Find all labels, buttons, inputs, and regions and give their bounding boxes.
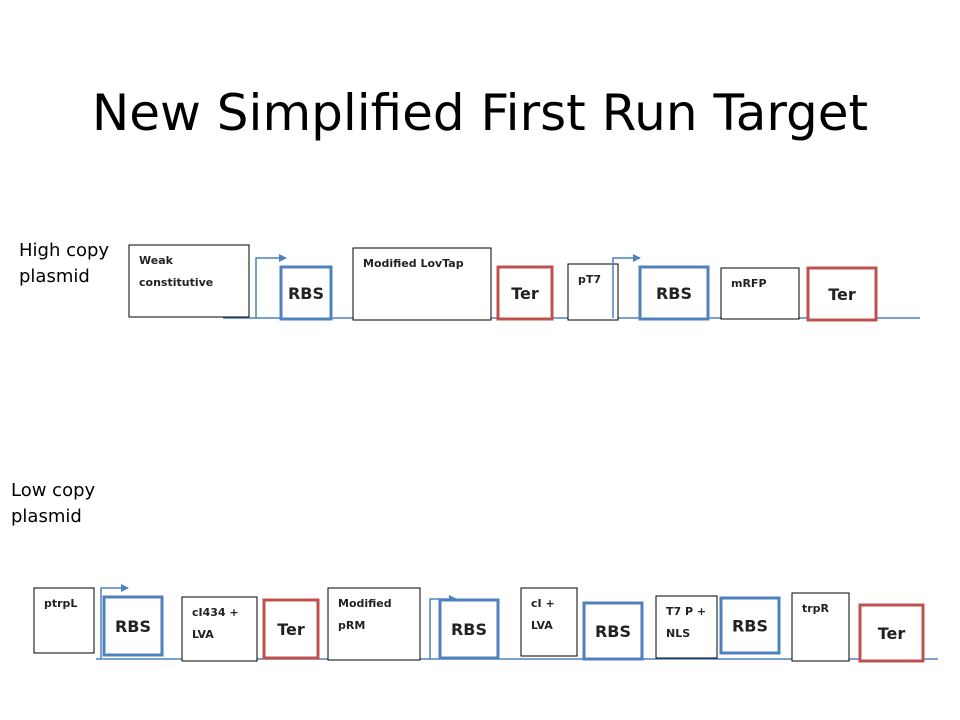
- gene-box: [33, 587, 95, 654]
- rbs-box: [719, 596, 781, 655]
- gene-label: LVA: [192, 628, 214, 641]
- gene-label: NLS: [666, 627, 690, 640]
- ter-label: Ter: [878, 624, 906, 643]
- rbs-box: [279, 265, 333, 321]
- gene-label: cI +: [531, 597, 555, 610]
- low-copy-plasmid-label: Low copy plasmid: [11, 480, 96, 527]
- gene-part: mRFP: [720, 267, 800, 320]
- gene-label: LVA: [531, 619, 553, 632]
- promoter-arrow-icon: [255, 254, 287, 318]
- gene-box: [128, 244, 250, 318]
- gene-box: [567, 263, 619, 321]
- ter-box: [496, 265, 554, 321]
- terminator-part: Ter: [858, 603, 925, 663]
- gene-label: constitutive: [139, 276, 213, 289]
- gene-label: pT7: [578, 273, 601, 286]
- ter-box: [858, 603, 925, 663]
- gene-label: cI434 +: [192, 606, 239, 619]
- rbs-label: RBS: [451, 620, 487, 639]
- gene-box: [352, 247, 492, 321]
- terminator-part: Ter: [496, 265, 554, 321]
- terminator-part: Ter: [262, 598, 320, 660]
- gene-label: Modified: [338, 597, 392, 610]
- rbs-part: RBS: [638, 265, 710, 321]
- ter-box: [806, 266, 878, 322]
- ter-label: Ter: [828, 285, 856, 304]
- high-copy-plasmid-label: High copy plasmid: [19, 240, 110, 287]
- gene-box: [181, 596, 258, 662]
- rbs-label: RBS: [732, 617, 768, 636]
- gene-part: pT7: [567, 263, 619, 321]
- rbs-box: [438, 598, 500, 660]
- gene-label: T7 P +: [666, 605, 706, 618]
- promoter-arrow-icon: [612, 254, 641, 318]
- rbs-label: RBS: [288, 284, 324, 303]
- gene-part: Modified LovTap: [352, 247, 492, 321]
- gene-box: [520, 587, 578, 657]
- ter-label: Ter: [277, 620, 305, 639]
- gene-label: mRFP: [731, 277, 767, 290]
- gene-label: trpR: [802, 602, 830, 615]
- gene-label: ptrpL: [44, 597, 77, 610]
- rbs-part: RBS: [582, 601, 644, 661]
- gene-part: ptrpL: [33, 587, 95, 654]
- gene-box: [720, 267, 800, 320]
- rbs-part: RBS: [719, 596, 781, 655]
- gene-box: [791, 592, 850, 662]
- gene-part: Weak constitutive: [128, 244, 250, 318]
- ter-label: Ter: [511, 284, 539, 303]
- gene-label: Modified LovTap: [363, 257, 464, 270]
- rbs-box: [102, 595, 164, 657]
- terminator-part: Ter: [806, 266, 878, 322]
- gene-box: [327, 587, 421, 661]
- low-copy-construct: ptrpL RBS cI434 + LVA Ter Modified pRM RBS cI + L…: [33, 584, 938, 663]
- gene-label: Weak: [139, 254, 174, 267]
- promoter-arrow-icon: [100, 584, 129, 659]
- gene-part: T7 P + NLS: [655, 595, 718, 659]
- gene-part: cI434 + LVA: [181, 596, 258, 662]
- gene-part: Modified pRM: [327, 587, 421, 661]
- ter-box: [262, 598, 320, 660]
- rbs-box: [582, 601, 644, 661]
- gene-label: pRM: [338, 619, 365, 632]
- rbs-label: RBS: [656, 284, 692, 303]
- rbs-box: [638, 265, 710, 321]
- gene-part: trpR: [791, 592, 850, 662]
- slide-title: New Simplified First Run Target: [91, 84, 869, 142]
- rbs-part: RBS: [102, 595, 164, 657]
- gene-box: [655, 595, 718, 659]
- rbs-label: RBS: [595, 622, 631, 641]
- gene-part: cI + LVA: [520, 587, 578, 657]
- rbs-label: RBS: [115, 617, 151, 636]
- rbs-part: RBS: [438, 598, 500, 660]
- rbs-part: RBS: [279, 265, 333, 321]
